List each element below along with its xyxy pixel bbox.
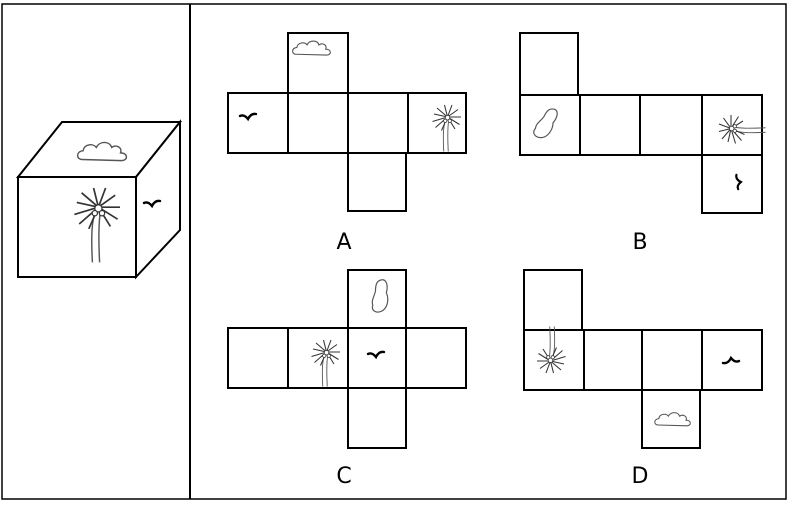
option-a-net [227, 32, 467, 212]
option-d-net [523, 269, 763, 449]
option-a-label[interactable]: A [336, 230, 351, 255]
cube-front-face [17, 176, 137, 278]
option-c-label[interactable]: C [336, 464, 351, 489]
option-b-label[interactable]: B [632, 230, 647, 255]
option-d-label[interactable]: D [632, 464, 649, 489]
option-b-net [519, 32, 767, 214]
reference-cube [15, 119, 183, 280]
option-c-net [227, 269, 467, 449]
outer-frame [1, 3, 787, 500]
